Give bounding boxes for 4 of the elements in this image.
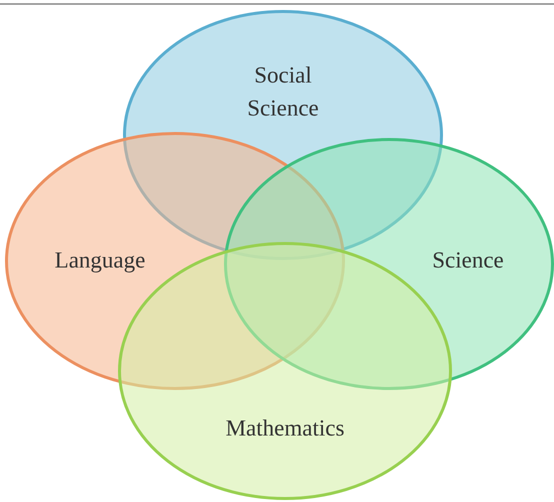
set-label: Social Science <box>246 62 320 123</box>
set-label: Language <box>54 246 146 274</box>
set-label: Science <box>431 246 505 274</box>
set-label: Mathematics <box>224 414 346 442</box>
